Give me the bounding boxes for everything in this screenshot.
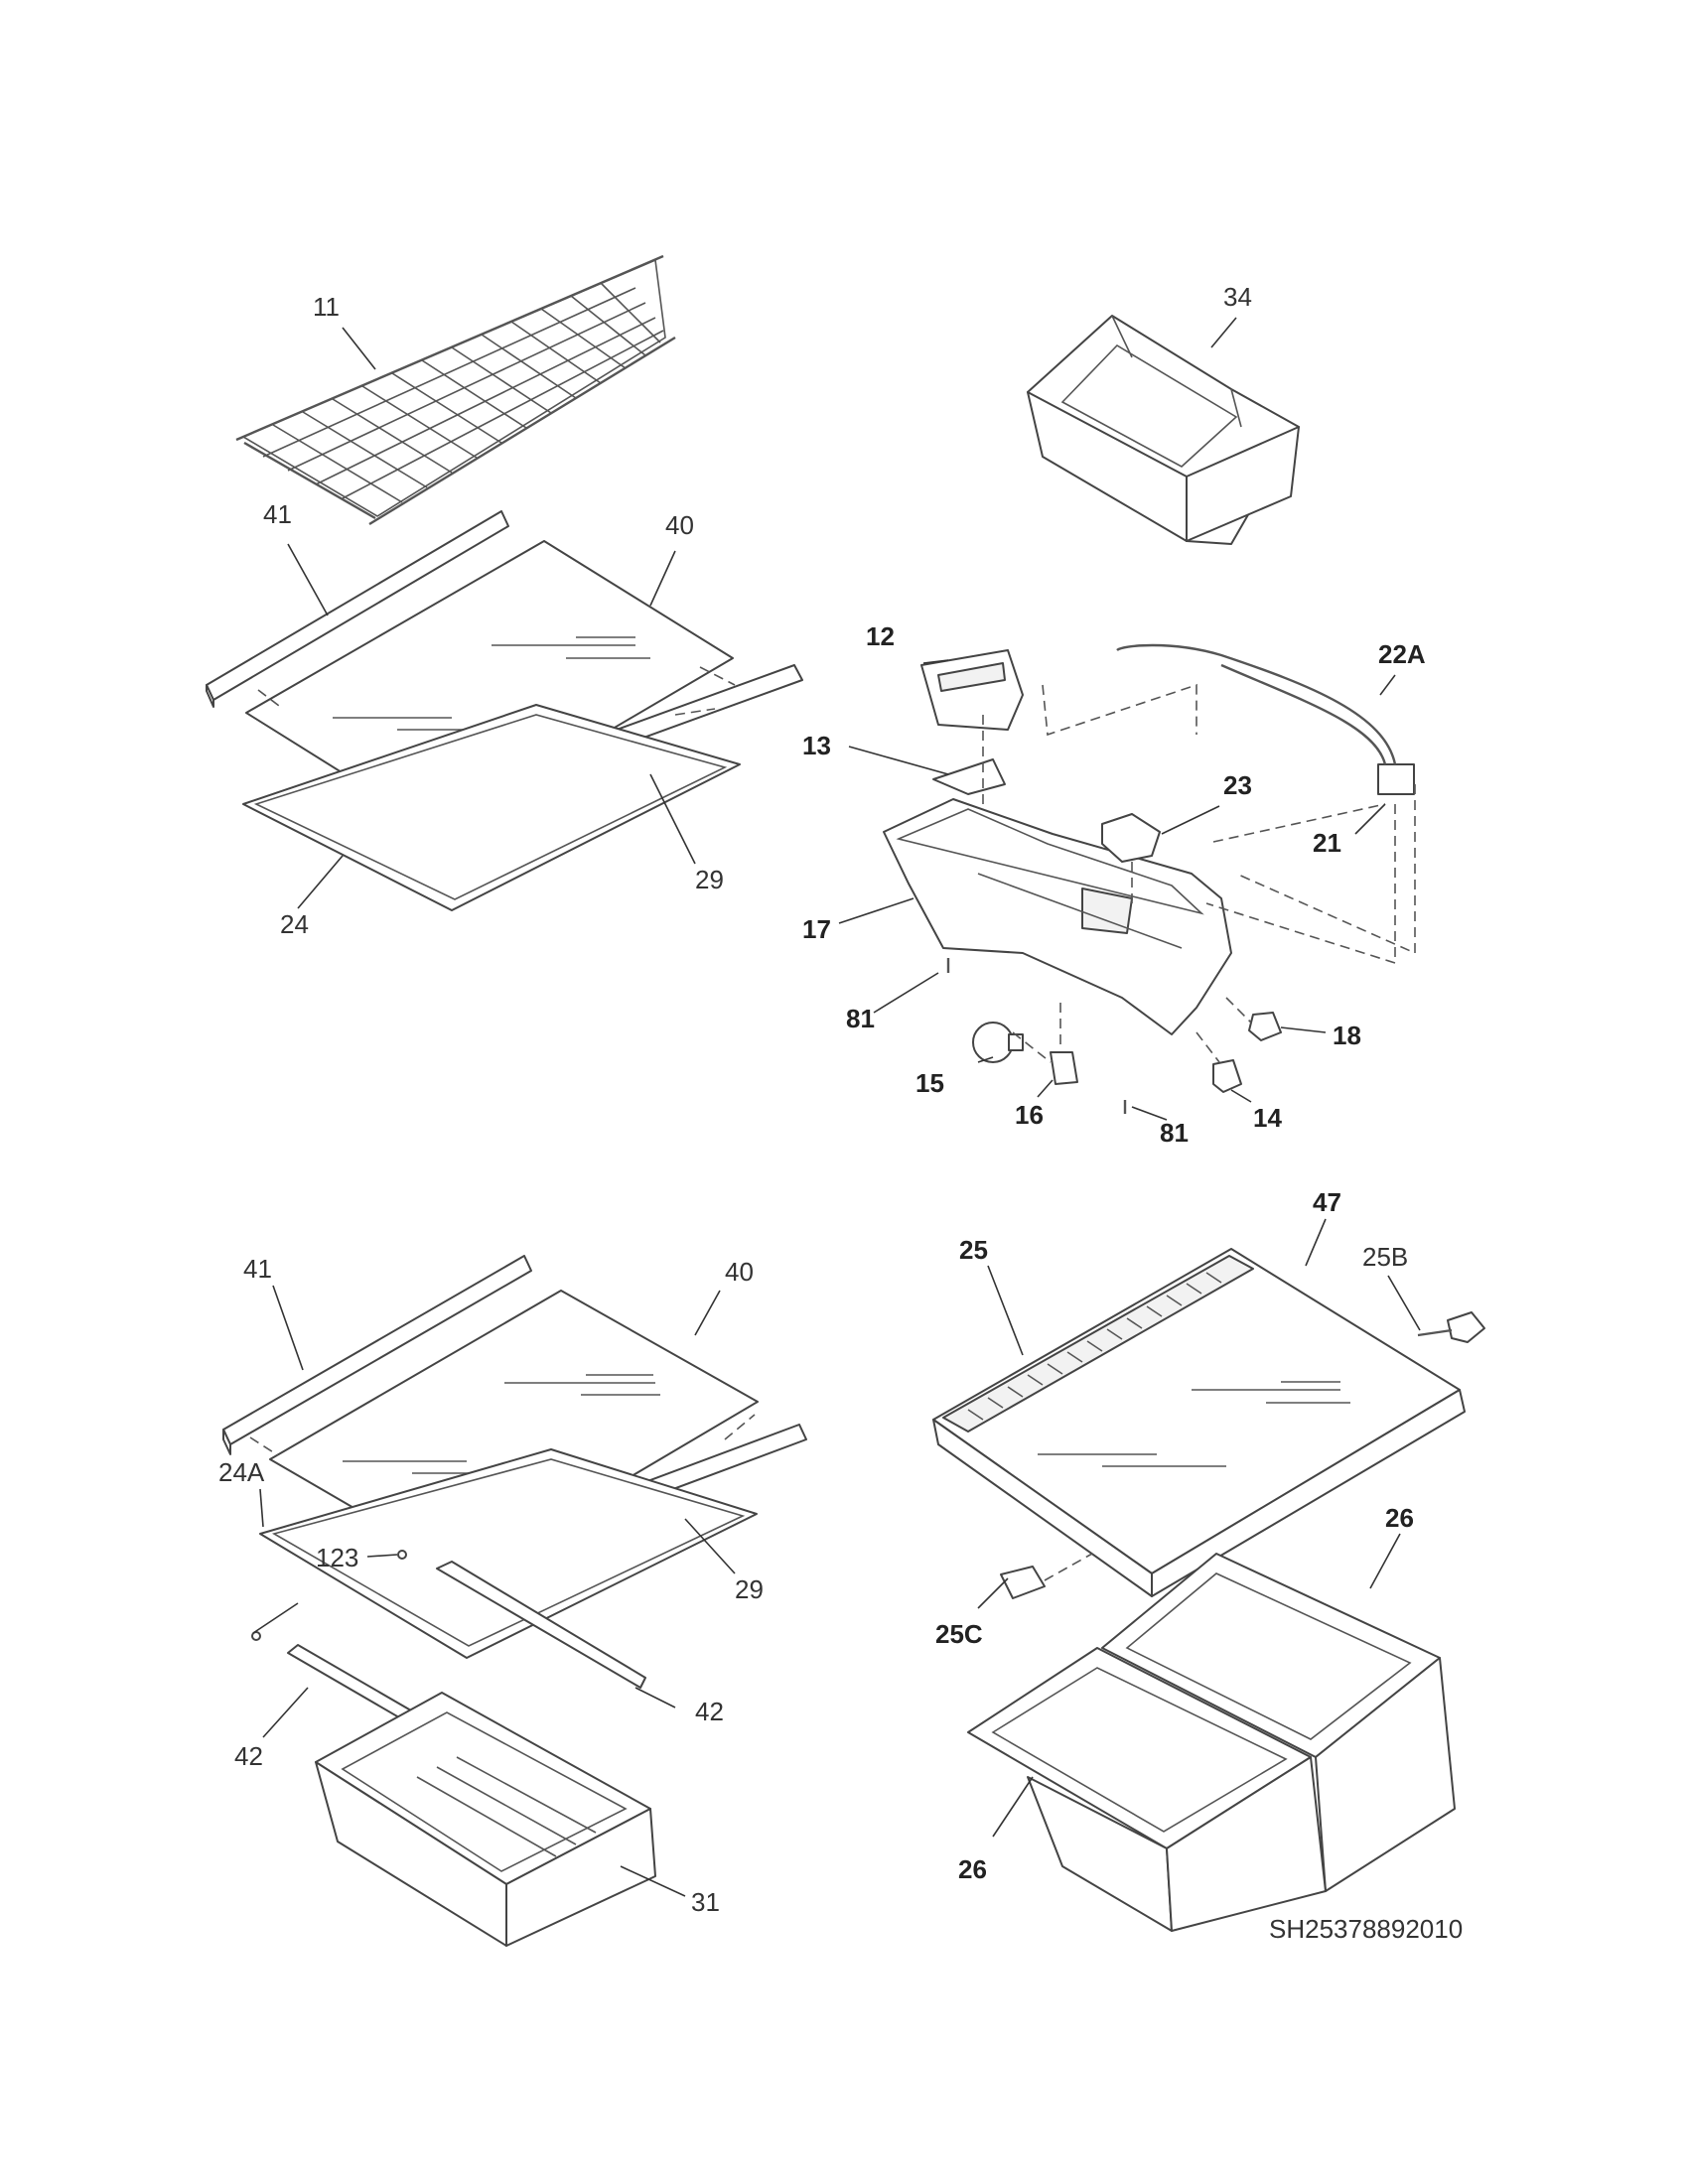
callout-14: 14	[1253, 1103, 1282, 1133]
callout-42-left: 42	[234, 1741, 263, 1771]
callout-24: 24	[280, 909, 309, 939]
glass-shelf-assembly-bottom	[222, 1255, 807, 1947]
wire-shelf	[235, 254, 676, 526]
callout-41-top: 41	[263, 499, 292, 529]
crisper-cover-and-bins	[932, 1248, 1485, 1932]
callout-40-top: 40	[665, 510, 694, 540]
callout-24A: 24A	[218, 1457, 265, 1487]
leader-lines	[252, 317, 1421, 1897]
callout-34: 34	[1223, 282, 1252, 312]
callout-47: 47	[1313, 1187, 1341, 1217]
callout-81-left: 81	[846, 1004, 875, 1033]
callout-42-right: 42	[695, 1697, 724, 1726]
callout-17: 17	[802, 914, 831, 944]
callout-23: 23	[1223, 770, 1252, 800]
glass-shelf-assembly-top	[206, 510, 803, 911]
callout-29-top: 29	[695, 865, 724, 894]
callout-16: 16	[1015, 1100, 1044, 1130]
callout-26-top: 26	[1385, 1503, 1414, 1533]
callout-labels: 11 34 41 40 29 24 12 22A 13 23 21 17 81 …	[218, 282, 1463, 1944]
callout-31: 31	[691, 1887, 720, 1917]
callout-26-bottom: 26	[958, 1854, 987, 1884]
callout-25B: 25B	[1362, 1242, 1408, 1272]
callout-25C: 25C	[935, 1619, 983, 1649]
crisper-pan	[1027, 315, 1300, 545]
callout-25: 25	[959, 1235, 988, 1265]
callout-29-bottom: 29	[735, 1574, 764, 1604]
callout-13: 13	[802, 731, 831, 760]
callout-123: 123	[316, 1543, 358, 1572]
drawing-number: SH25378892010	[1269, 1914, 1463, 1944]
callout-12: 12	[866, 621, 895, 651]
callout-41-bottom: 41	[243, 1254, 272, 1284]
callout-81-bottom: 81	[1160, 1118, 1189, 1148]
callout-22A: 22A	[1378, 639, 1426, 669]
control-housing-assembly	[883, 643, 1416, 1114]
callout-15: 15	[915, 1068, 944, 1098]
callout-40-bottom: 40	[725, 1257, 754, 1287]
callout-11: 11	[313, 292, 340, 322]
callout-21: 21	[1313, 828, 1341, 858]
callout-18: 18	[1333, 1021, 1361, 1050]
